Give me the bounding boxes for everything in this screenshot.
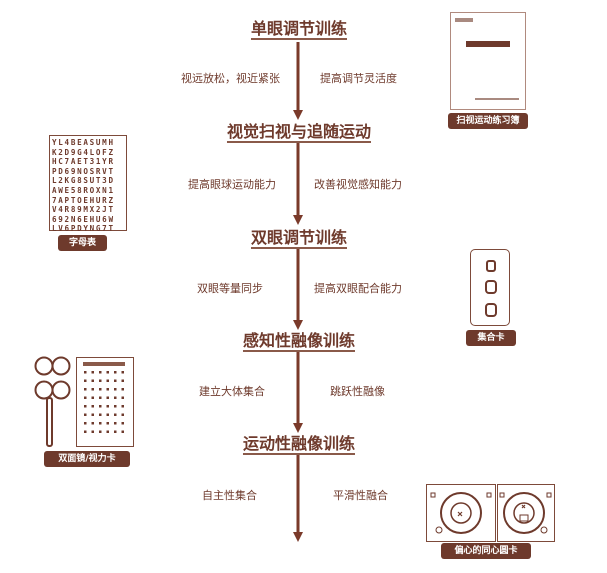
stage-3-left-note: 双眼等量同步 (197, 282, 263, 295)
eccentric-card-right (497, 484, 555, 542)
convergence-bead-bottom (485, 303, 497, 317)
booklet-title-mark (466, 41, 510, 47)
stage-2-left-note: 提高眼球运动能力 (188, 178, 276, 191)
acuity-mark (99, 379, 102, 382)
acuity-mark (84, 379, 87, 382)
stage-1-right-note: 提高调节灵活度 (320, 72, 397, 85)
acuity-mark (106, 405, 109, 408)
stage-1-title: 单眼调节训练 (250, 19, 347, 38)
convergence-card-image (470, 249, 510, 326)
acuity-mark (121, 430, 124, 433)
acuity-mark (114, 405, 117, 408)
acuity-mark (91, 422, 94, 425)
eccentric-right-target (499, 492, 552, 534)
stage-2-right-note: 改善视觉感知能力 (314, 178, 402, 191)
acuity-mark (84, 422, 87, 425)
letter-chart-grid: YL4BEASUMH K2D9G4LOFZ HC7AET31YR PD69NOS… (52, 138, 115, 234)
acuity-mark (114, 422, 117, 425)
acuity-mark (106, 396, 109, 399)
acuity-mark (91, 379, 94, 382)
acuity-mark (106, 379, 109, 382)
acuity-mark (114, 430, 117, 433)
acuity-mark (84, 413, 87, 416)
acuity-mark (121, 396, 124, 399)
acuity-mark (114, 388, 117, 391)
stage-4-right-note: 跳跃性融像 (330, 385, 385, 398)
acuity-mark (121, 405, 124, 408)
acuity-mark (84, 405, 87, 408)
acuity-mark (91, 396, 94, 399)
acuity-mark (99, 430, 102, 433)
stage-4-left-note: 建立大体集合 (199, 385, 265, 398)
acuity-mark (84, 371, 87, 374)
acuity-mark (106, 430, 109, 433)
acuity-card-grid (84, 371, 124, 433)
acuity-mark (121, 379, 124, 382)
acuity-mark (91, 430, 94, 433)
acuity-mark (114, 379, 117, 382)
acuity-mark (121, 413, 124, 416)
acuity-mark (99, 413, 102, 416)
acuity-card-header-mark (83, 362, 125, 366)
acuity-mark (84, 430, 87, 433)
letter-chart-image: YL4BEASUMH K2D9G4LOFZ HC7AET31YR PD69NOS… (49, 135, 127, 234)
stage-5-left-note: 自主性集合 (202, 489, 257, 502)
stage-5-title: 运动性融像训练 (242, 434, 355, 453)
stage-5-right-note: 平滑性融合 (333, 489, 388, 502)
acuity-mark (91, 371, 94, 374)
acuity-mark (84, 388, 87, 391)
eccentric-cards-label: 偏心的同心圆卡 (441, 543, 531, 559)
acuity-mark (114, 413, 117, 416)
booklet-logo-mark (455, 18, 473, 22)
saccade-booklet-label: 扫视运动练习簿 (448, 113, 528, 129)
acuity-card-image (76, 357, 134, 447)
acuity-mark (106, 388, 109, 391)
acuity-mark (121, 422, 124, 425)
acuity-mark (99, 388, 102, 391)
convergence-bead-mid (485, 280, 497, 294)
acuity-mark (121, 388, 124, 391)
acuity-mark (99, 396, 102, 399)
eccentric-card-left (426, 484, 496, 542)
acuity-mark (106, 413, 109, 416)
acuity-mark (121, 371, 124, 374)
stage-1-left-note: 视远放松，视近紧张 (181, 72, 280, 85)
acuity-mark (91, 388, 94, 391)
saccade-booklet-image (450, 12, 526, 110)
eccentric-left-target (430, 492, 492, 534)
flipper-chart-label: 双面镜/视力卡 (44, 451, 130, 467)
acuity-mark (99, 422, 102, 425)
acuity-mark (114, 371, 117, 374)
stage-4-title: 感知性融像训练 (242, 331, 355, 350)
acuity-mark (84, 396, 87, 399)
convergence-card-label: 集合卡 (466, 330, 516, 346)
booklet-footer-mark (475, 98, 519, 100)
acuity-mark (99, 371, 102, 374)
stage-3-right-note: 提高双眼配合能力 (314, 282, 402, 295)
stage-3-title: 双眼调节训练 (250, 228, 347, 247)
acuity-mark (114, 396, 117, 399)
stage-2-title: 视觉扫视与追随运动 (226, 122, 371, 141)
acuity-mark (91, 413, 94, 416)
flipper-lens-image (34, 356, 71, 447)
acuity-mark (106, 422, 109, 425)
convergence-bead-top (486, 260, 496, 272)
acuity-mark (91, 405, 94, 408)
letter-chart-label: 字母表 (58, 235, 107, 251)
acuity-mark (106, 371, 109, 374)
acuity-mark (99, 405, 102, 408)
